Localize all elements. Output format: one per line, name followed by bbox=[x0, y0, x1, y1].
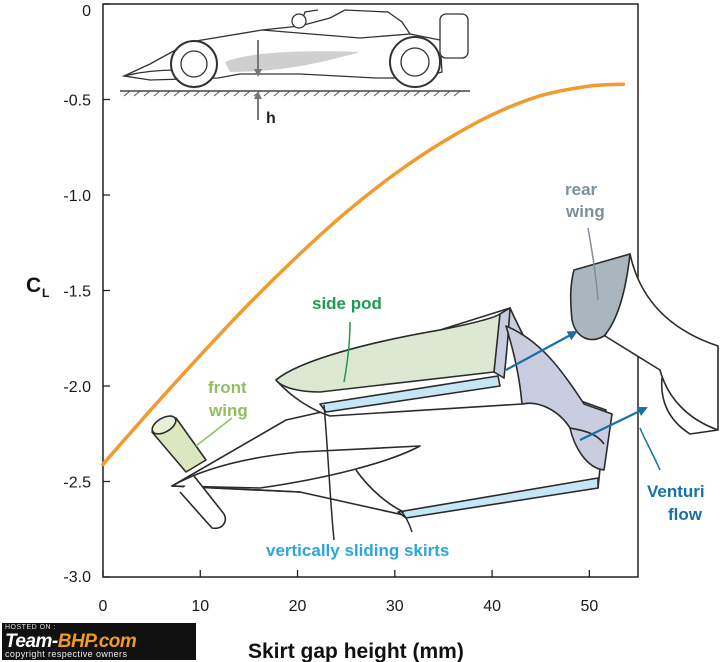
y-tick-label: -1.5 bbox=[63, 284, 91, 301]
annotation-venturi-line1: Venturi bbox=[647, 482, 705, 501]
airflow-arrow-lower bbox=[579, 406, 648, 441]
y-axis-label: C bbox=[26, 274, 41, 297]
gap-h-label: h bbox=[266, 110, 276, 127]
x-tick-label: 30 bbox=[386, 598, 404, 615]
y-tick-label: -1.0 bbox=[63, 188, 91, 205]
x-tick-label: 20 bbox=[289, 598, 307, 615]
x-tick-label: 40 bbox=[483, 598, 501, 615]
y-axis-label-subscript: L bbox=[42, 286, 49, 300]
annotation-leaders bbox=[195, 227, 661, 541]
annotation-rear-wing-line1: rear bbox=[565, 180, 598, 199]
watermark: HOSTED ON : Team-BHP.com copyright respe… bbox=[2, 623, 196, 660]
y-tick-label: 0 bbox=[82, 3, 91, 20]
watermark-copyright: copyright respective owners bbox=[5, 649, 128, 659]
x-axis-ticks: 0 10 20 30 40 50 bbox=[99, 570, 598, 615]
watermark-brand: Team-BHP.com bbox=[5, 631, 137, 652]
annotation-venturi-line2: flow bbox=[668, 505, 703, 524]
annotation-front-wing-line1: front bbox=[208, 378, 247, 397]
annotation-skirts: vertically sliding skirts bbox=[266, 541, 449, 560]
annotation-rear-wing-line2: wing bbox=[565, 202, 605, 221]
y-tick-label: -0.5 bbox=[63, 93, 91, 110]
y-axis-ticks: 0 -0.5 -1.0 -1.5 -2.0 -2.5 -3.0 bbox=[63, 3, 110, 586]
watermark-hosted: HOSTED ON : bbox=[5, 624, 57, 631]
series-line bbox=[101, 82, 626, 467]
x-axis-label: Skirt gap height (mm) bbox=[248, 640, 464, 662]
annotation-side-pod: side pod bbox=[312, 294, 382, 313]
annotation-front-wing-line2: wing bbox=[208, 401, 248, 420]
ground-effect-car-illustration bbox=[151, 253, 719, 530]
airflow-arrow-upper bbox=[505, 331, 578, 371]
y-tick-label: -2.5 bbox=[63, 475, 91, 492]
car-side-view-illustration bbox=[120, 9, 470, 120]
x-tick-label: 10 bbox=[191, 598, 209, 615]
x-tick-label: 0 bbox=[99, 598, 108, 615]
y-tick-label: -2.0 bbox=[63, 379, 91, 396]
x-tick-label: 50 bbox=[580, 598, 598, 615]
y-tick-label: -3.0 bbox=[63, 569, 91, 586]
